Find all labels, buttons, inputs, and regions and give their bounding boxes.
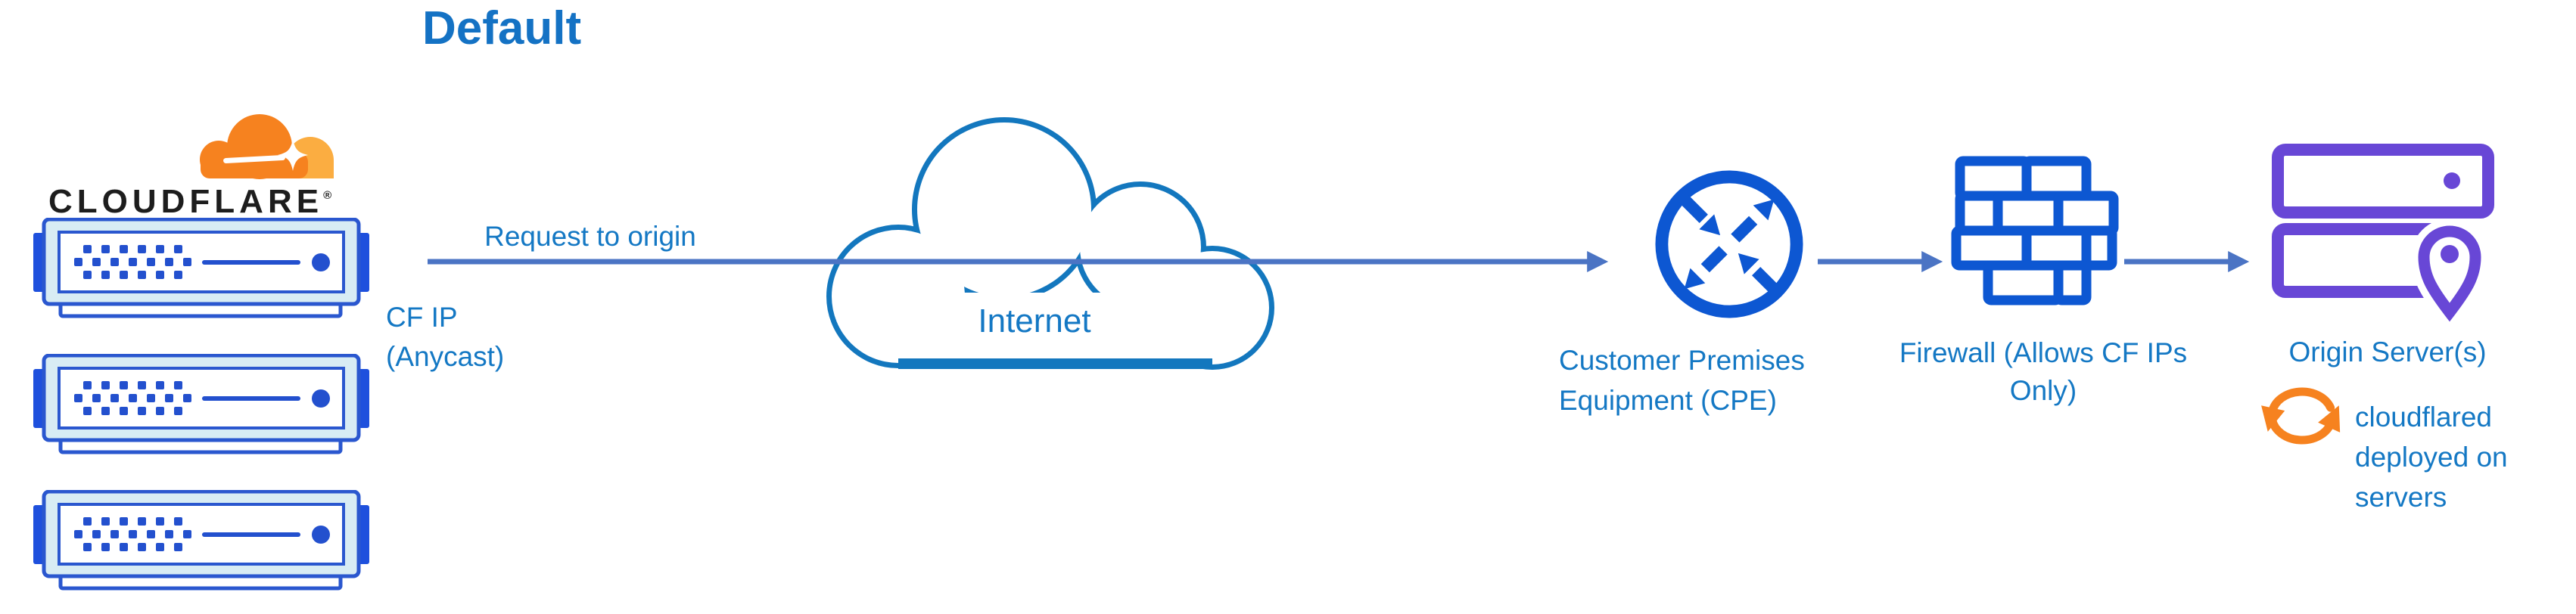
cloudflared-note: cloudflared deployed on servers bbox=[2355, 402, 2508, 513]
router-arrows bbox=[1679, 194, 1779, 294]
origin-servers-label: Origin Server(s) bbox=[2288, 336, 2487, 367]
cloudflare-wordmark-text: CLOUDFLARE bbox=[48, 183, 324, 220]
internet-label: Internet bbox=[978, 302, 1091, 340]
cf-ip-anycast-label: CF IP (Anycast) bbox=[386, 302, 505, 372]
cpe-router-icon bbox=[1655, 170, 1803, 318]
cloudflare-cloud-icon bbox=[200, 114, 334, 179]
sync-arrows bbox=[2261, 387, 2341, 445]
stacked-servers bbox=[2272, 144, 2494, 298]
sync-icon bbox=[2261, 387, 2341, 445]
firewall-label: Firewall (Allows CF IPs Only) bbox=[1899, 337, 2188, 406]
firewall-icon bbox=[1951, 156, 2119, 305]
cloudflare-wordmark: CLOUDFLARE® bbox=[48, 183, 331, 221]
origin-servers-icon bbox=[2272, 144, 2494, 325]
cloudflare-logo-shapes bbox=[200, 114, 334, 179]
diagram-title: Default bbox=[422, 2, 582, 54]
request-to-origin-label: Request to origin bbox=[484, 221, 696, 252]
internet-cloud-icon bbox=[826, 117, 1274, 370]
firewall-bricks bbox=[1951, 156, 2119, 305]
registered-mark: ® bbox=[323, 189, 332, 202]
cpe-label: Customer Premises Equipment (CPE) bbox=[1559, 345, 1805, 416]
cloud-fill bbox=[832, 122, 1269, 364]
location-pin-icon bbox=[2411, 219, 2488, 325]
